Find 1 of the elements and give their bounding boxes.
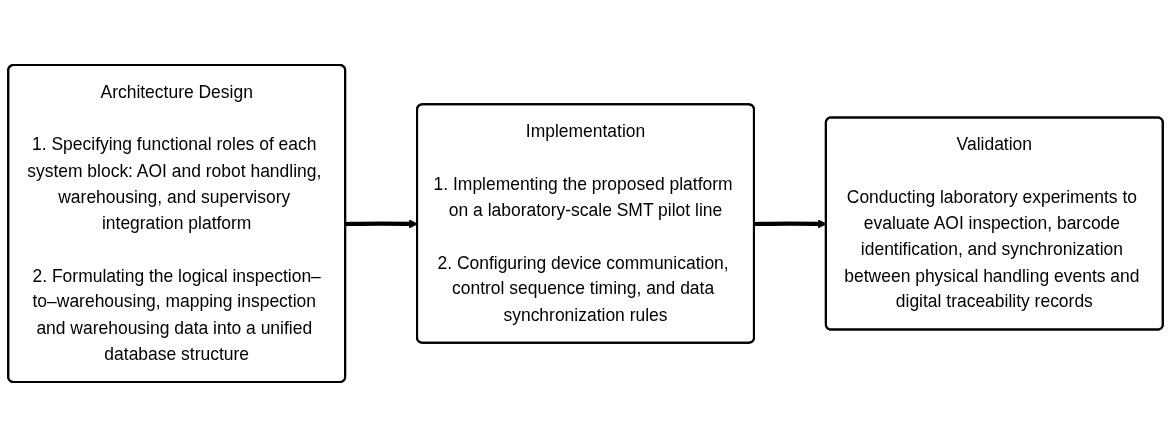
arrow [345,219,418,229]
